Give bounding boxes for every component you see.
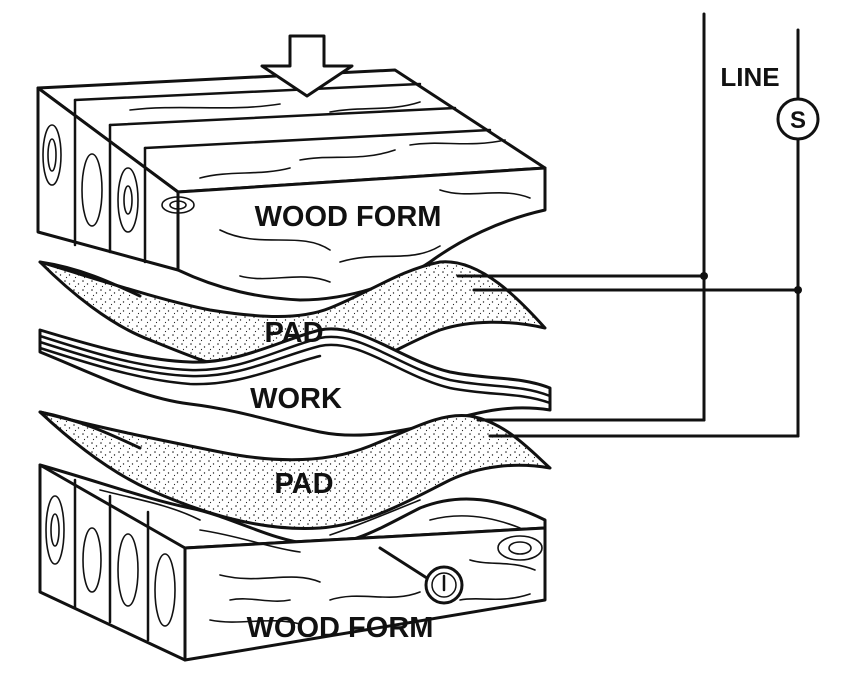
switch-circle-icon[interactable]: S: [776, 97, 820, 141]
switch-label: S: [790, 107, 806, 134]
lower-form-label: WOOD FORM: [247, 612, 434, 644]
upper-pad: [38, 260, 547, 380]
lower-wood-form: [38, 463, 547, 662]
down-arrow-icon: [260, 34, 354, 98]
upper-pad-label: PAD: [264, 317, 323, 349]
junction-dot: [794, 286, 802, 294]
upper-form-label: WOOD FORM: [255, 201, 442, 233]
upper-wood-form: [36, 68, 547, 302]
junction-dot: [700, 272, 708, 280]
thermometer-gauge-icon: [424, 565, 464, 605]
work-label: WORK: [250, 383, 342, 415]
lower-pad-label: PAD: [274, 468, 333, 500]
line-label: LINE: [720, 62, 779, 92]
work-layers: [38, 327, 552, 437]
